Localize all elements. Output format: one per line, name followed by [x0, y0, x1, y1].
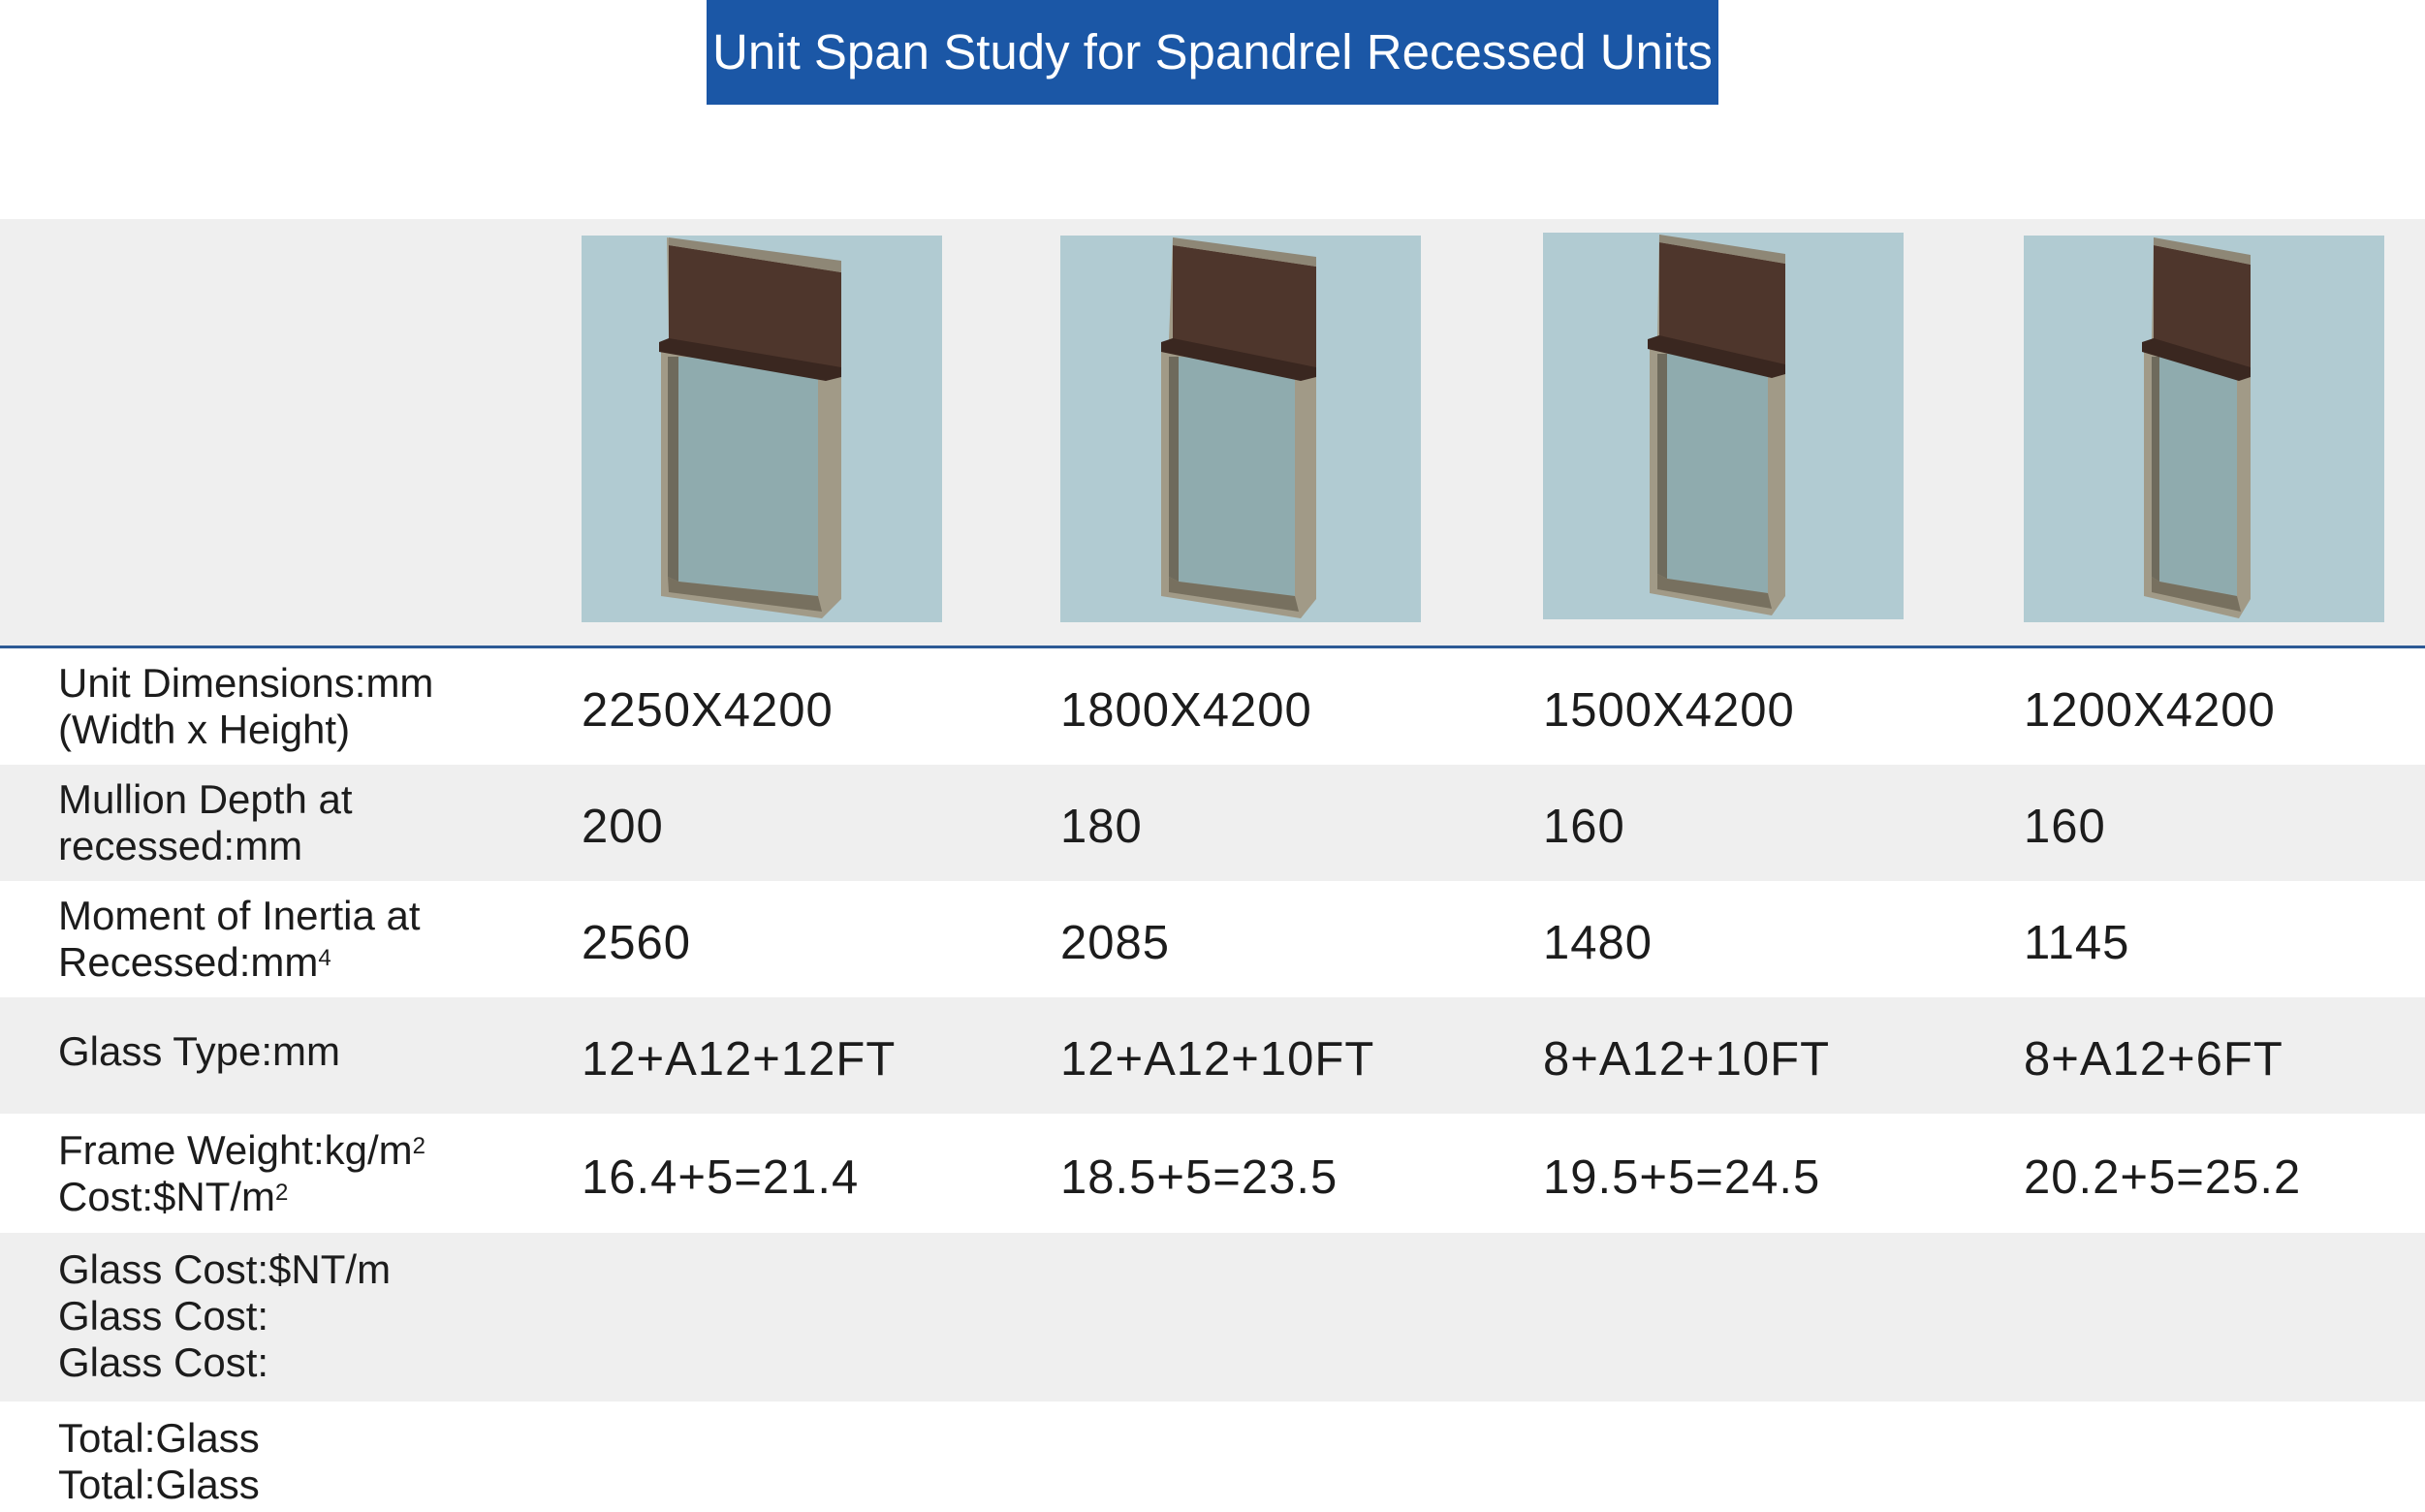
table-row-moment-of-inertia: Moment of Inertia at Recessed:mm4 2560 2… [0, 881, 2425, 997]
table-cell: 1200X4200 [2024, 684, 2276, 737]
unit-render-1800-icon [1161, 237, 1316, 618]
table-row-glass-cost: Glass Cost:$NT/m Glass Cost: Glass Cost: [0, 1233, 2425, 1402]
table-cell: 2250X4200 [582, 684, 834, 737]
table-cell: 1480 [1543, 917, 1653, 969]
table-row-frame-weight: Frame Weight:kg/m2 Cost:$NT/m2 16.4+5=21… [0, 1114, 2425, 1233]
table-cell: 20.2+5=25.2 [2024, 1151, 2302, 1204]
table-cell: 8+A12+6FT [2024, 1033, 2283, 1086]
table-cell: 1800X4200 [1060, 684, 1312, 737]
row-label: Glass Type:mm [58, 1028, 340, 1074]
table-cell: 1145 [2024, 917, 2130, 969]
unit-image-1500 [1543, 233, 1904, 619]
page-title: Unit Span Study for Spandrel Recessed Un… [707, 0, 1718, 105]
table-cell: 19.5+5=24.5 [1543, 1151, 1821, 1204]
unit-image-2250 [582, 236, 942, 622]
unit-render-2250-icon [659, 237, 841, 618]
table-row-unit-dimensions: Unit Dimensions:mm (Width x Height) 2250… [0, 648, 2425, 765]
table-cell: 8+A12+10FT [1543, 1033, 1831, 1086]
table-cell: 1500X4200 [1543, 684, 1795, 737]
table-cell: 16.4+5=21.4 [582, 1151, 860, 1204]
row-label: Frame Weight:kg/m2 Cost:$NT/m2 [58, 1127, 426, 1219]
table-row-total-glass: Total:Glass Total:Glass [0, 1402, 2425, 1512]
table-cell: 12+A12+10FT [1060, 1033, 1375, 1086]
unit-render-1200-icon [2142, 237, 2251, 618]
row-label: Unit Dimensions:mm (Width x Height) [58, 660, 434, 752]
table-cell: 18.5+5=23.5 [1060, 1151, 1338, 1204]
table-row-glass-type: Glass Type:mm 12+A12+12FT 12+A12+10FT 8+… [0, 997, 2425, 1114]
table-cell: 2560 [582, 917, 692, 969]
table-cell: 2085 [1060, 917, 1171, 969]
row-label: Moment of Inertia at Recessed:mm4 [58, 893, 421, 985]
unit-image-1200 [2024, 236, 2384, 622]
table-cell: 160 [1543, 801, 1625, 853]
table-cell: 160 [2024, 801, 2106, 853]
row-label: Glass Cost:$NT/m Glass Cost: Glass Cost: [58, 1246, 392, 1385]
row-label: Mullion Depth at recessed:mm [58, 776, 353, 868]
table-cell: 12+A12+12FT [582, 1033, 897, 1086]
table-cell: 180 [1060, 801, 1143, 853]
table-row-mullion-depth: Mullion Depth at recessed:mm 200 180 160… [0, 765, 2425, 881]
header-divider [0, 646, 2425, 648]
unit-render-1500-icon [1648, 235, 1785, 615]
unit-image-1800 [1060, 236, 1421, 622]
row-label: Total:Glass Total:Glass [58, 1415, 260, 1507]
table-cell: 200 [582, 801, 664, 853]
